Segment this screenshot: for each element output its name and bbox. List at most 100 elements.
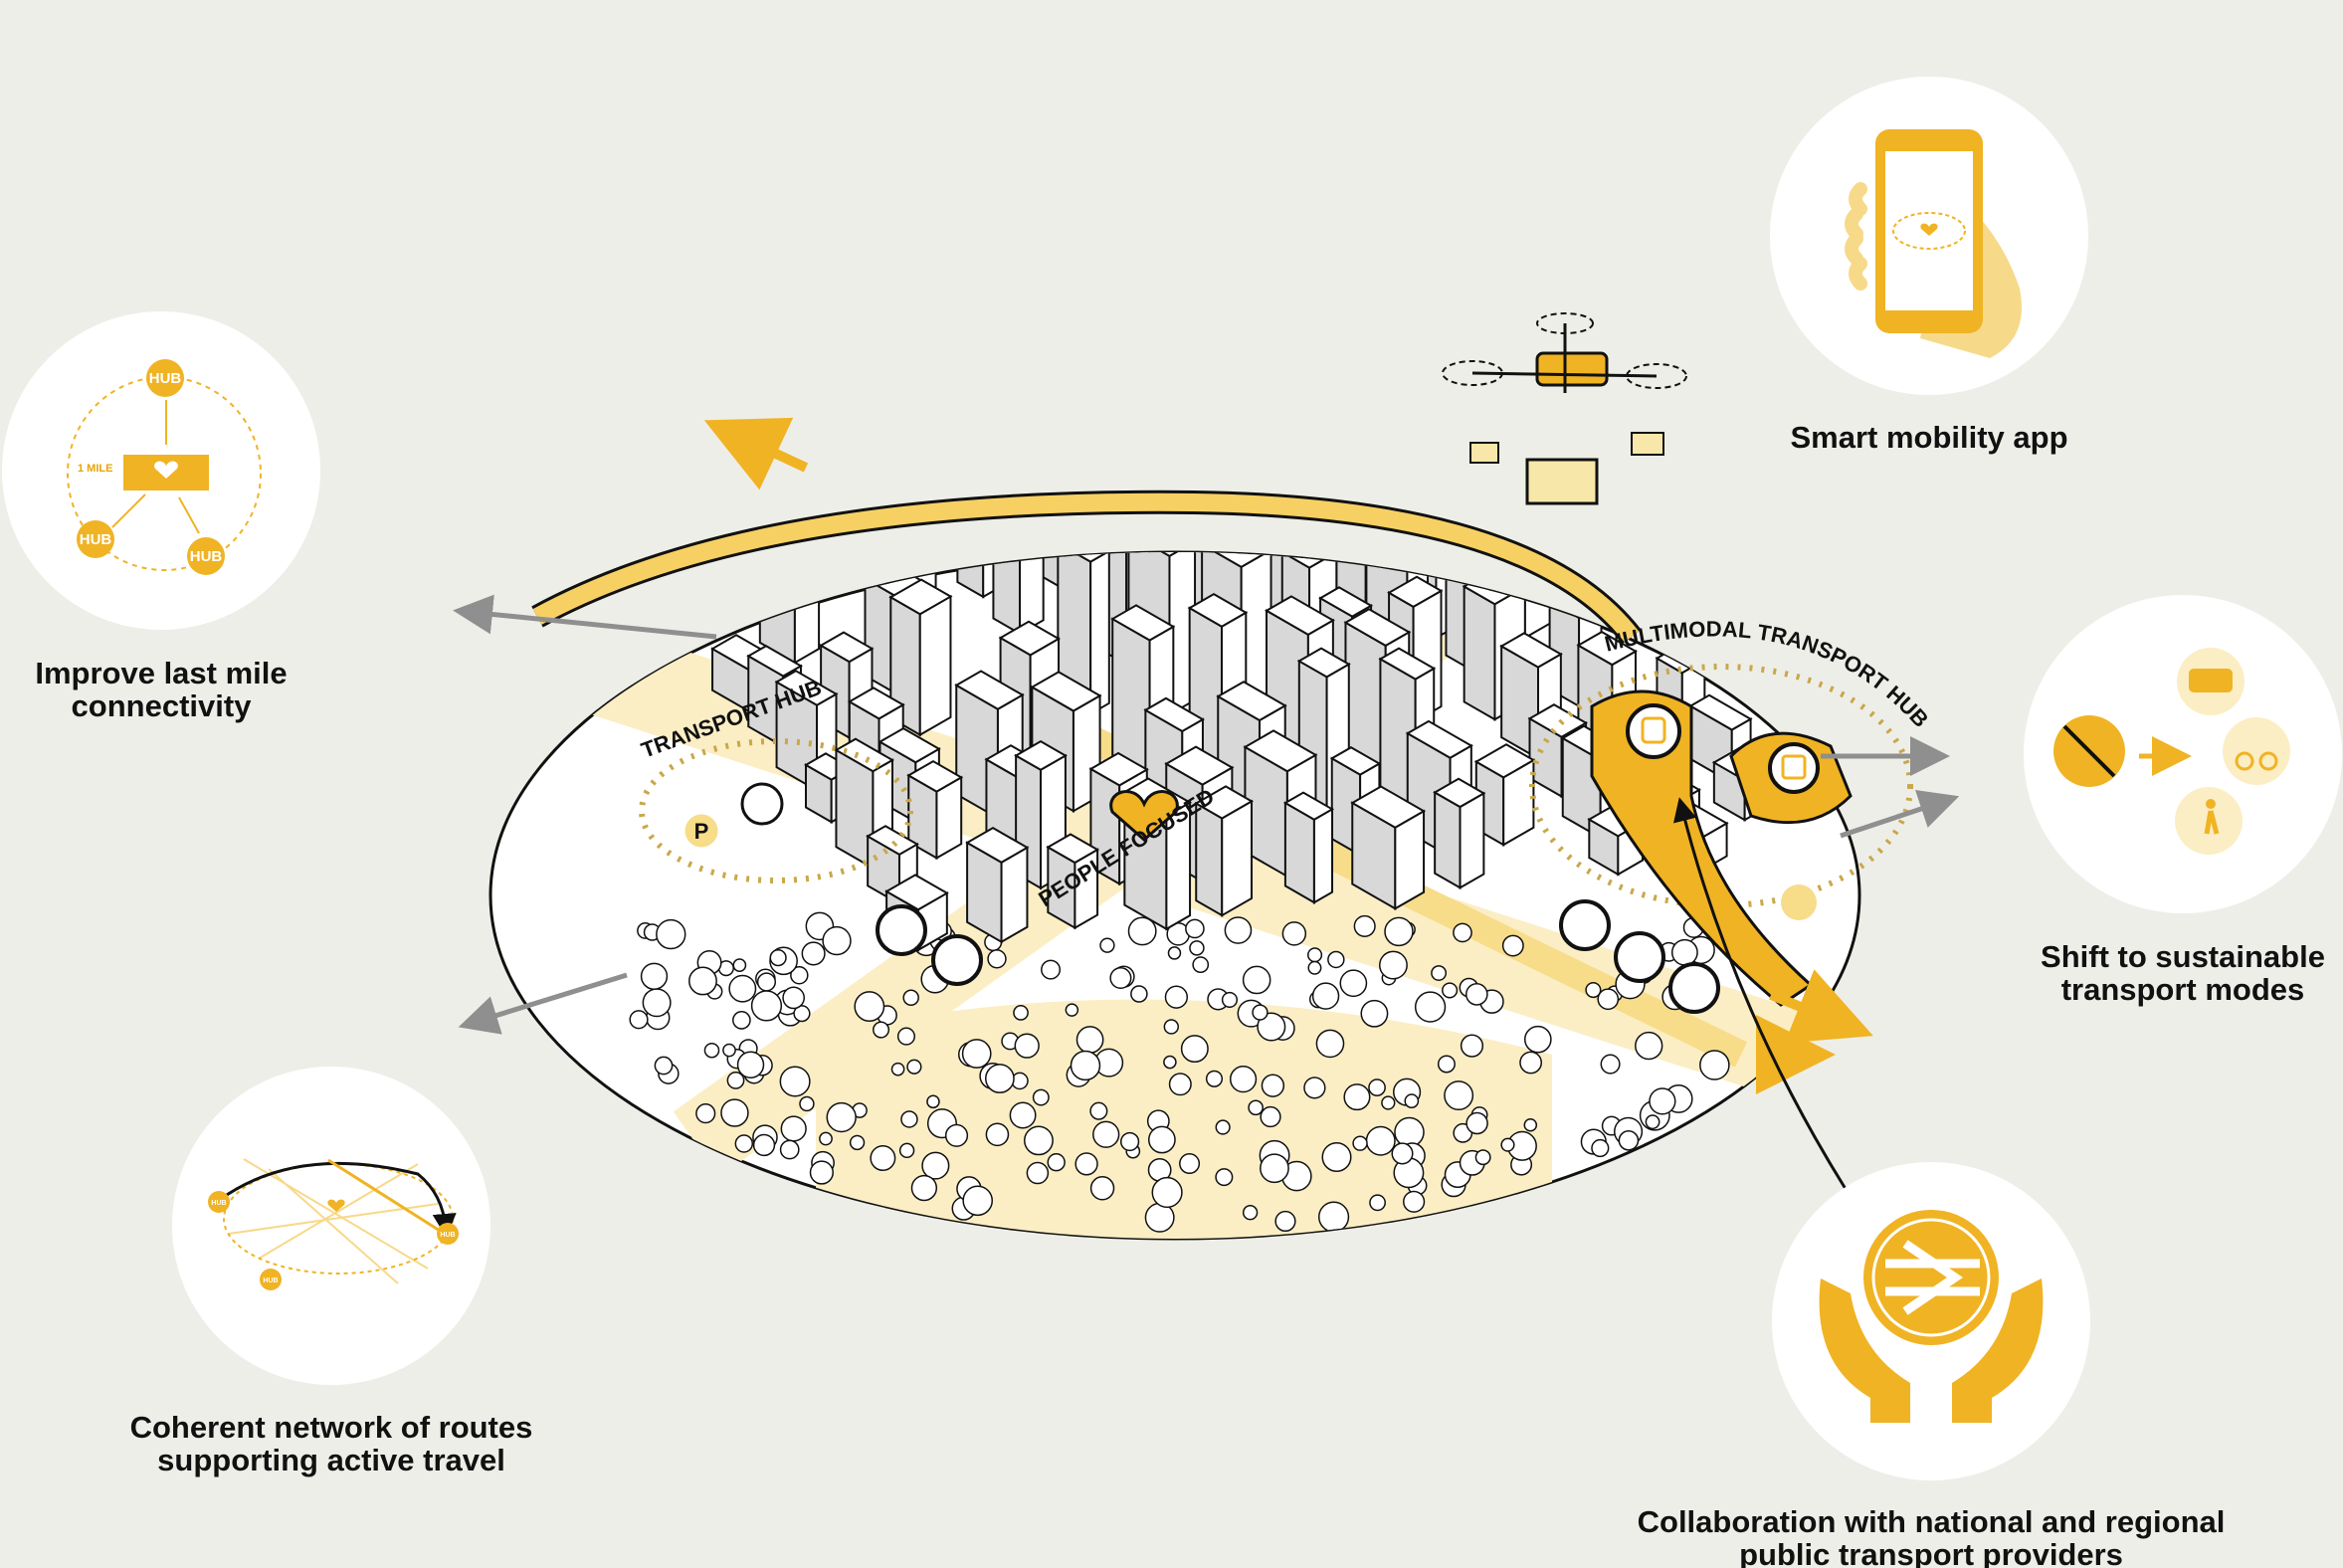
tree <box>987 949 1007 969</box>
tree <box>1032 1088 1050 1106</box>
tree <box>629 1010 649 1030</box>
tree <box>736 1051 765 1078</box>
tree <box>1192 956 1210 974</box>
tree <box>1381 1095 1396 1110</box>
tree <box>902 989 919 1007</box>
tree <box>1585 981 1602 999</box>
building <box>1433 777 1486 890</box>
tree <box>695 1103 716 1124</box>
tree <box>849 1134 866 1151</box>
tree <box>1464 983 1488 1006</box>
tree <box>1257 1012 1286 1042</box>
feature-smart-app: Smart mobility app <box>1770 77 2088 455</box>
tree <box>654 1056 674 1076</box>
tree <box>809 1160 834 1185</box>
tree <box>1119 1131 1140 1152</box>
tree <box>750 990 783 1022</box>
train-icon <box>1626 703 1681 759</box>
tree <box>1453 922 1472 943</box>
trees-layer <box>629 911 1730 1233</box>
tree <box>1474 1149 1491 1166</box>
tree <box>722 1043 736 1058</box>
parking-label: P <box>694 819 709 844</box>
tree <box>1519 1051 1543 1075</box>
tree <box>1229 1066 1258 1093</box>
route-network-icon: HUB HUB HUB <box>208 1158 459 1290</box>
connector-line <box>1672 797 1848 1190</box>
tree <box>1635 1031 1663 1061</box>
tree <box>1224 916 1253 944</box>
tree <box>1065 1003 1079 1017</box>
tree <box>906 1059 922 1075</box>
tree <box>1365 1125 1396 1156</box>
tree <box>1431 965 1448 982</box>
svg-text:HUB: HUB <box>80 531 112 548</box>
tree <box>1311 982 1340 1010</box>
tree <box>1168 1073 1192 1096</box>
tree <box>801 941 826 966</box>
tree <box>1130 985 1148 1003</box>
tree <box>1075 1026 1104 1054</box>
tree <box>873 1021 890 1039</box>
hands-rail-logo-icon <box>1819 1210 2044 1423</box>
svg-text:HUB: HUB <box>190 548 223 565</box>
tree <box>1523 1117 1538 1132</box>
tree <box>944 1123 969 1147</box>
tree <box>726 1071 745 1089</box>
direction-arrows <box>453 417 1960 1190</box>
tree <box>1024 1125 1054 1156</box>
tree <box>1248 1099 1264 1116</box>
tree <box>1404 1093 1420 1109</box>
svg-text:HUB: HUB <box>440 1232 455 1239</box>
buildings-layer <box>710 552 1772 952</box>
tree <box>1645 1114 1660 1130</box>
tree <box>1274 1210 1296 1233</box>
tree <box>1501 934 1524 957</box>
building <box>1350 785 1427 910</box>
bus-icon <box>740 782 784 826</box>
tree <box>1281 921 1307 946</box>
tree <box>1465 1111 1488 1135</box>
tree <box>962 1185 994 1217</box>
tree <box>1242 965 1271 995</box>
building <box>906 760 964 861</box>
feature-collaboration: Collaboration with national and regional… <box>1638 1162 2225 1568</box>
tree <box>1699 1050 1730 1080</box>
tree <box>779 1066 811 1097</box>
tree <box>1215 1168 1234 1187</box>
tree <box>1014 1033 1040 1059</box>
feature-label: Smart mobility app <box>1790 420 2067 455</box>
tree <box>1307 947 1323 963</box>
tree <box>1317 1201 1350 1233</box>
tree <box>1353 914 1376 937</box>
tree <box>1242 1205 1259 1221</box>
building <box>888 578 953 737</box>
tree <box>896 1027 916 1046</box>
tree <box>1368 1078 1386 1096</box>
tree <box>1403 1190 1426 1213</box>
svg-text:1 MILE: 1 MILE <box>78 463 112 475</box>
building <box>965 826 1030 944</box>
tree <box>688 966 717 996</box>
tree <box>1180 1035 1209 1064</box>
tree <box>1221 991 1239 1009</box>
tree <box>1618 1129 1640 1151</box>
tree <box>1109 966 1132 990</box>
tree <box>985 1122 1010 1147</box>
park-zone <box>816 999 1552 1239</box>
building <box>1473 743 1536 847</box>
building <box>992 552 1045 636</box>
tree <box>1307 960 1322 975</box>
tree <box>1321 1141 1352 1172</box>
parking-icon <box>682 811 721 851</box>
tree <box>1260 1153 1289 1184</box>
heart-icon <box>1109 790 1179 842</box>
tree <box>734 1134 754 1153</box>
city-map: P <box>453 312 1960 1241</box>
tree <box>926 1094 940 1109</box>
tree <box>1384 916 1414 947</box>
